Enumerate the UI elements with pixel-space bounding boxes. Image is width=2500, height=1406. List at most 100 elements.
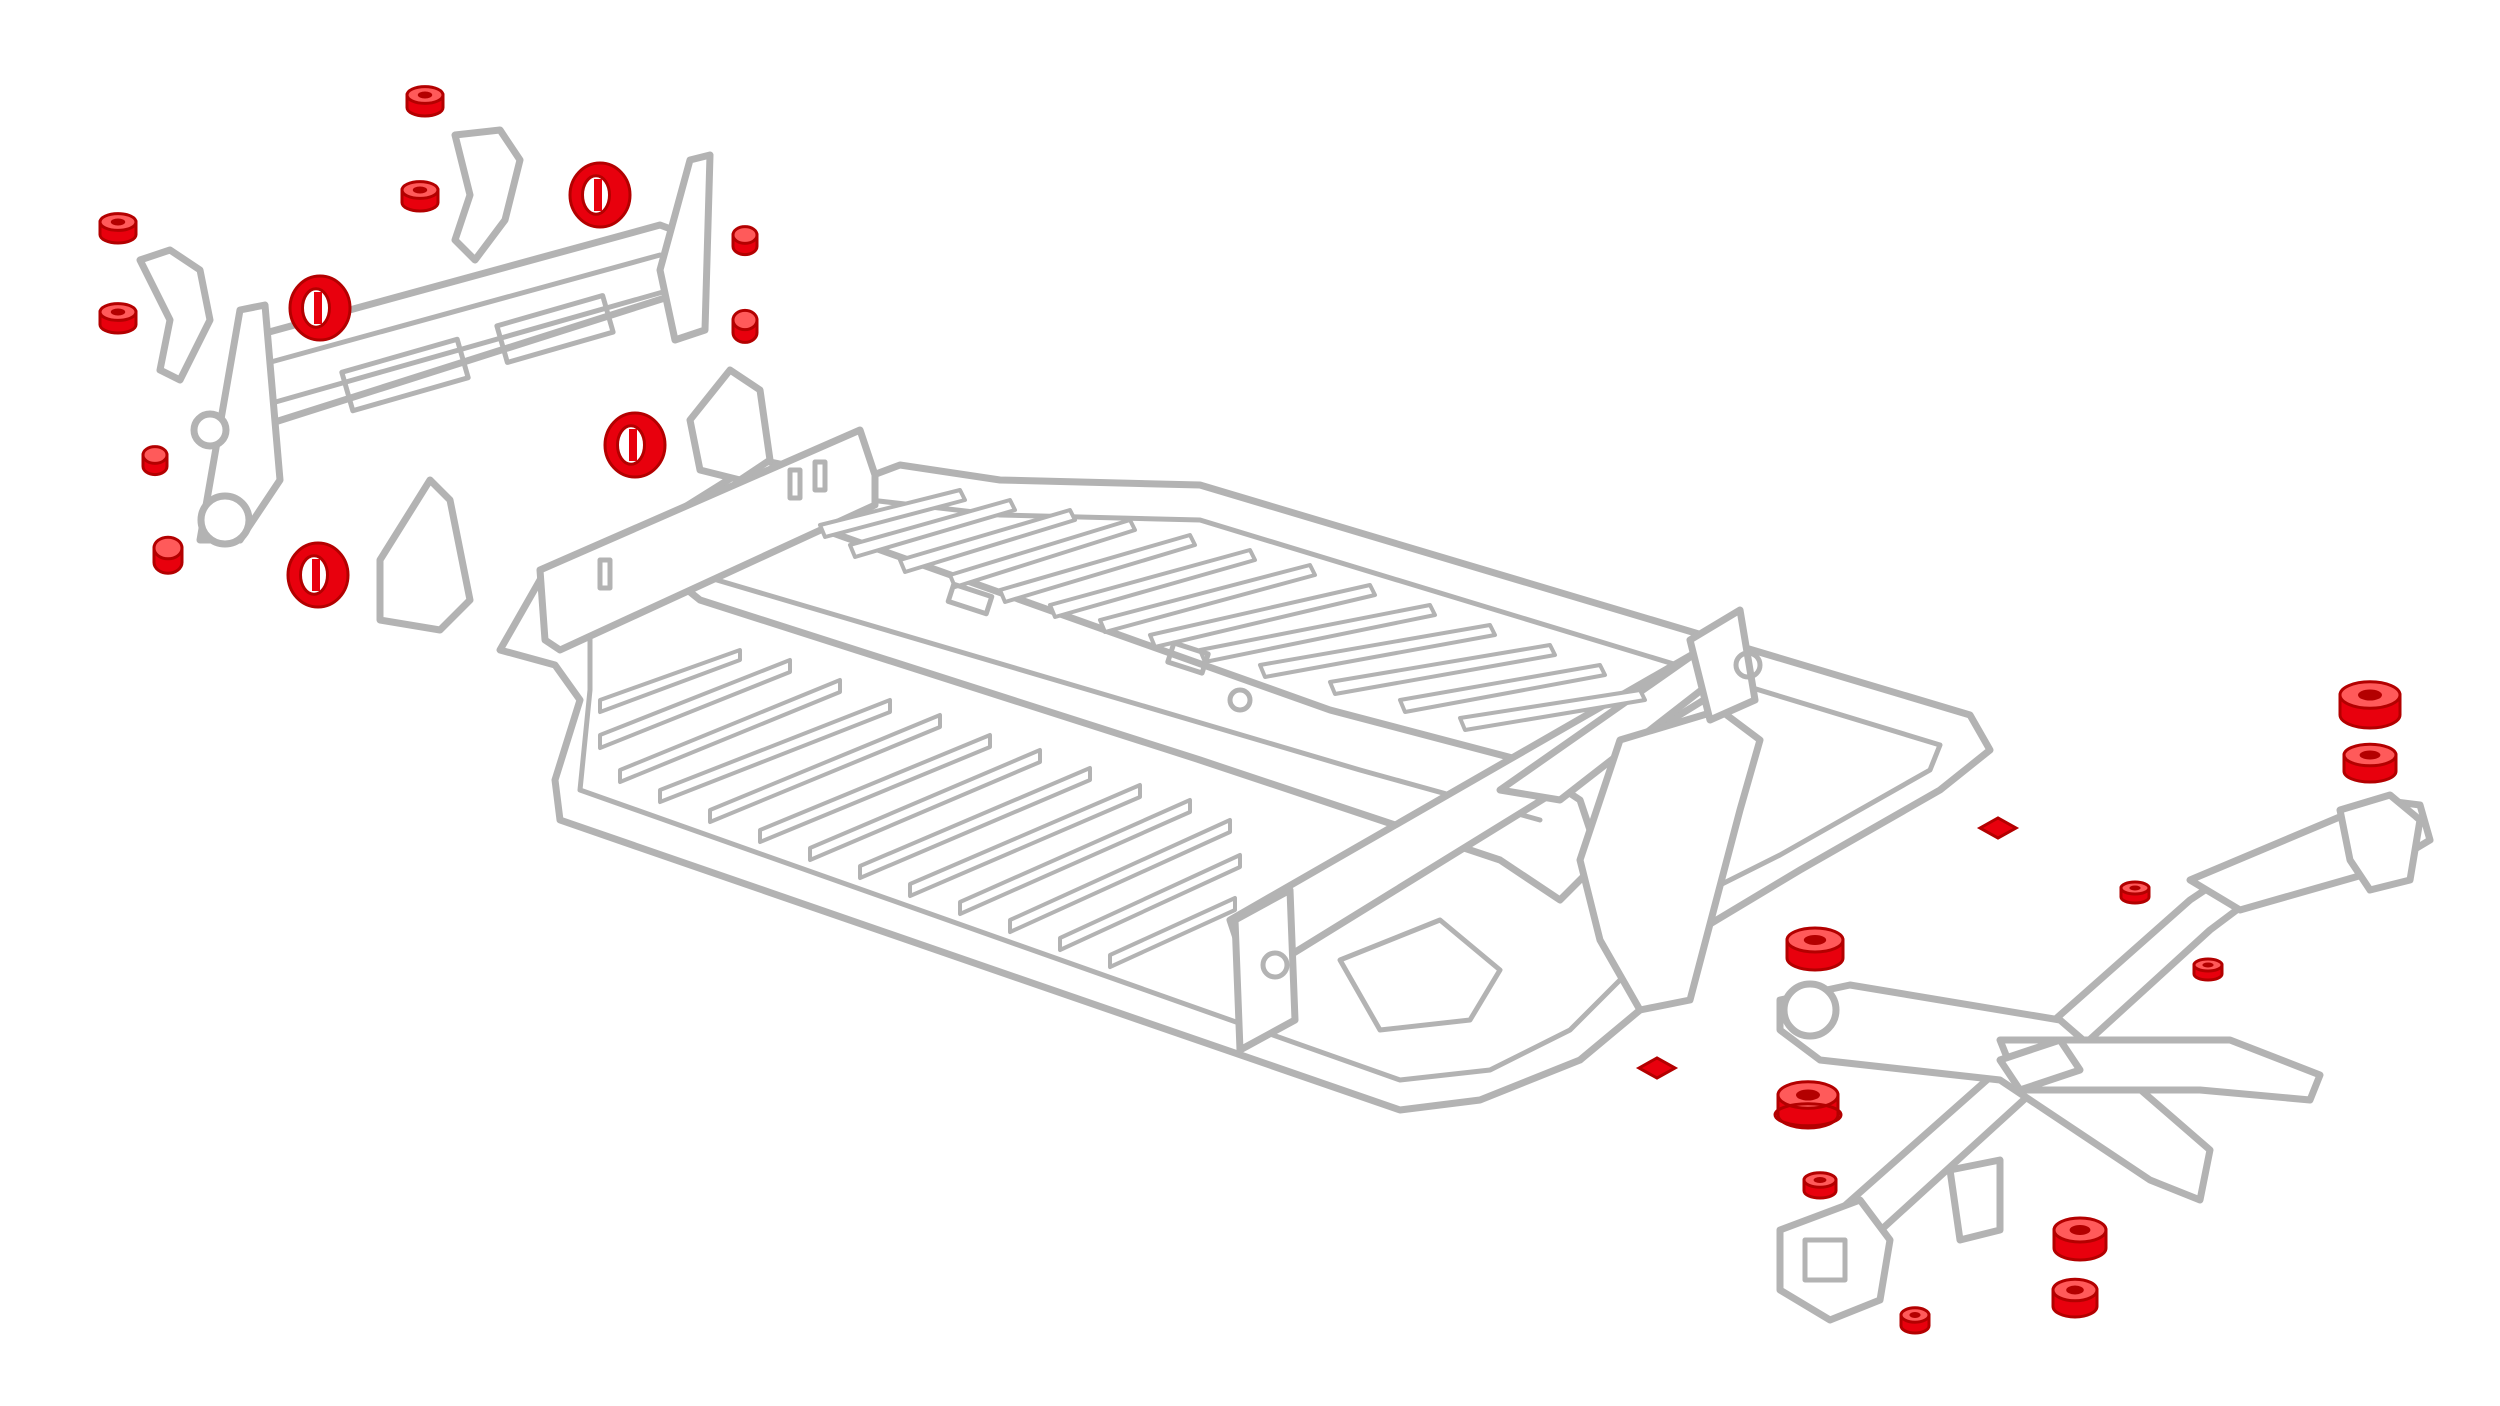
rear-pivot-eye [1780, 980, 1840, 1040]
bushing [152, 535, 184, 575]
front-beam-lower-tube [262, 287, 673, 408]
floor-rib [758, 733, 992, 844]
rear-hub-window [1802, 1237, 1848, 1283]
pad-bushing [1635, 1056, 1679, 1080]
front-bracket-right [451, 126, 524, 264]
bushing [2052, 1216, 2108, 1262]
bushing-bore [2069, 1225, 2091, 1235]
floor-rib [958, 798, 1192, 916]
bushing [1802, 1171, 1838, 1200]
bushing-bore [110, 218, 126, 226]
bushing [141, 445, 169, 477]
floor-rib [818, 488, 967, 539]
bushing-bore [2359, 750, 2381, 760]
bushing-bore [110, 308, 126, 316]
floor-rib [1458, 688, 1647, 732]
floor-ribs-right [818, 488, 1647, 732]
floor-rib [998, 533, 1197, 604]
bushing-bore [1909, 1312, 1921, 1318]
bushing [2338, 680, 2402, 730]
front-bracket-left [136, 246, 214, 384]
rear-pan-fitting [1733, 650, 1763, 680]
bushing-bore [1803, 935, 1827, 945]
pad-bushing [1976, 816, 2020, 840]
bushing-bore [2358, 689, 2382, 701]
floor-rib [1198, 603, 1437, 664]
bushing-top [731, 225, 759, 245]
floor-rib [1148, 583, 1377, 649]
polyurethane-bushings [98, 85, 2402, 1335]
bushing-body [1635, 1056, 1679, 1080]
floor-rib [848, 498, 1017, 559]
bushing-bore [1796, 1089, 1820, 1101]
clamp-bushing [286, 541, 350, 609]
bushing [731, 308, 759, 344]
bushing-body [1976, 816, 2020, 840]
floor-rib [1048, 548, 1257, 619]
floor-rib [898, 508, 1077, 574]
bushing-top [141, 445, 169, 465]
rear-cross-beam [1776, 981, 2214, 1204]
bushing-top [152, 535, 184, 561]
bushing [405, 85, 445, 118]
front-beam-window [494, 293, 616, 365]
bushing-bore [417, 91, 433, 99]
floor-rib [908, 783, 1142, 898]
floor-ribs-left [598, 648, 1242, 969]
front-axle-beam [136, 126, 774, 634]
bushing [2051, 1277, 2099, 1319]
bushing [2192, 957, 2224, 982]
bushing-bore [1813, 1177, 1827, 1183]
bushing-bore [2129, 885, 2141, 891]
floor-rib [1098, 563, 1317, 634]
floor-rib [858, 766, 1092, 880]
bushing [98, 212, 138, 245]
bushing [400, 180, 440, 213]
rear-damper-mount [1946, 1156, 2004, 1244]
front-lower-bracket-right [686, 366, 774, 484]
floor-rib [708, 713, 942, 824]
front-beam-window [339, 336, 471, 414]
floor-rib [808, 748, 1042, 862]
front-left-mount [190, 410, 230, 450]
rear-pan-fitting [1260, 950, 1290, 980]
bushing-clamp-bar [314, 292, 322, 324]
bushing-clamp-bar [312, 559, 320, 591]
tunnel-fitting [1227, 687, 1253, 713]
rear-suspension-cradle [1776, 791, 2434, 1324]
bushing-bore [412, 186, 428, 194]
bushing [1899, 1306, 1931, 1335]
floor-rib [1258, 623, 1497, 679]
floor-rib [658, 698, 892, 804]
bulkhead-slot [787, 467, 803, 501]
front-lower-bracket-left [376, 476, 474, 634]
floor-rib [1108, 896, 1237, 969]
bulkhead-slot [812, 459, 828, 493]
clamp-bushing [568, 161, 632, 229]
bushing-bore [2066, 1285, 2084, 1295]
rear-spring-plate [1996, 1036, 2084, 1094]
bushing-clamp-bar [594, 179, 602, 211]
bushing [98, 302, 138, 335]
bushing [2342, 742, 2398, 784]
bushing [2119, 880, 2151, 905]
front-left-spindle [197, 492, 253, 548]
bulkhead-slot [597, 557, 613, 591]
floor-rib [1398, 663, 1607, 714]
floor-rib [1058, 853, 1242, 952]
tunnel-fitting [1165, 640, 1211, 676]
bushing-clamp-bar [629, 429, 637, 461]
front-right-tower [656, 151, 714, 344]
rear-hub-left [1776, 1196, 1894, 1324]
rear-pan-recess [1337, 917, 1503, 1033]
bushing [1785, 926, 1845, 972]
rear-pillar-right [1686, 606, 1759, 724]
floor-rib [618, 678, 842, 784]
bushing-flange [1773, 1102, 1843, 1128]
clamp-bushing [603, 411, 667, 479]
floor-rib [598, 648, 742, 714]
rear-torsion-housing [1576, 706, 1764, 1014]
floor-rib [1008, 818, 1232, 934]
bushing [1773, 1080, 1843, 1130]
